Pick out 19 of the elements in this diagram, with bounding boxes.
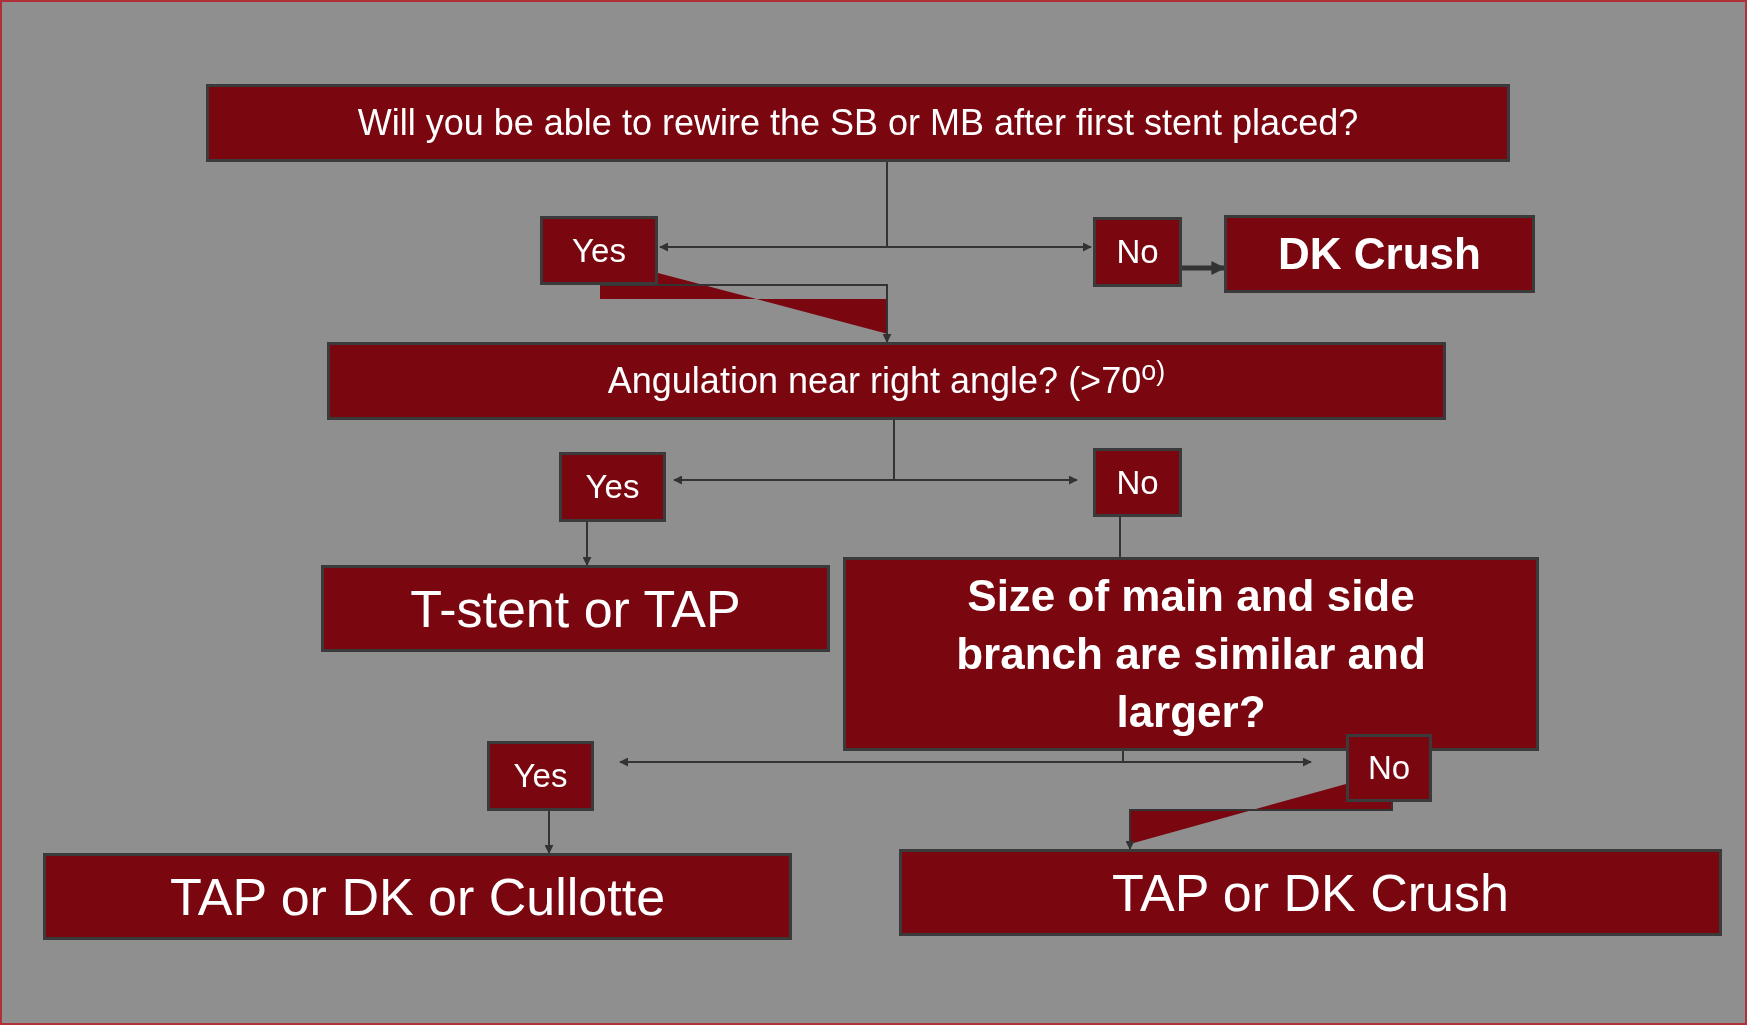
answer-box: No: [1093, 217, 1182, 287]
answer-box: No: [1346, 734, 1432, 802]
arrow: [582, 521, 592, 566]
arrow: [544, 810, 554, 854]
question-box: Will you be able to rewire the SB or MB after first stent placed?: [206, 84, 1510, 162]
question-box: Angulation near right angle? (>70$^{o)}$: [327, 342, 1446, 420]
arrow: [893, 419, 1078, 485]
result-box: DK Crush: [1224, 215, 1535, 293]
arrow: [886, 161, 1092, 252]
arrow: [1125, 801, 1393, 850]
question-box: Size of main and side branch are similar and larger?: [843, 557, 1539, 751]
answer-box: Yes: [540, 216, 658, 285]
result-box: TAP or DK or Cullotte: [43, 853, 792, 940]
result-box: T-stent or TAP: [321, 565, 830, 652]
answer-box: Yes: [487, 741, 594, 811]
answer-box: Yes: [559, 452, 666, 522]
arrow: [1182, 261, 1226, 275]
result-box: TAP or DK Crush: [899, 849, 1722, 936]
answer-box: No: [1093, 448, 1182, 517]
